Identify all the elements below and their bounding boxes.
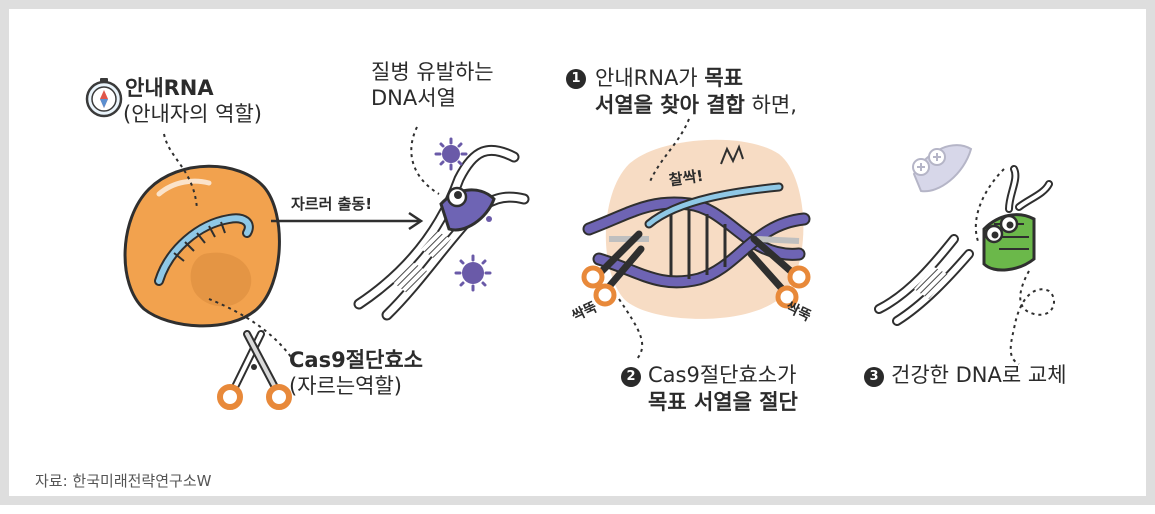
- step1-line2-bold: 서열을 찾아 결합: [595, 93, 745, 117]
- pointer-line-insert: [974, 168, 1005, 245]
- pointer-line-step2: [618, 298, 644, 360]
- cas9-title: Cas9절단효소: [289, 348, 423, 372]
- target-dna-helix: [582, 182, 811, 289]
- disease-dna-line1: 질병 유발하는: [371, 60, 494, 84]
- step1-line2: 서열을 찾아 결합 하면,: [595, 92, 797, 118]
- pointer-line-cas9: [208, 298, 292, 358]
- scissors-icon: [217, 330, 292, 410]
- compass-icon: [85, 78, 123, 118]
- step1-line1-normal: 안내RNA가: [595, 66, 705, 90]
- cas9-role: (자르는역할): [289, 374, 402, 398]
- healthy-dna-piece: [874, 165, 1053, 326]
- virus-icon: [454, 254, 492, 292]
- step2-number: 2: [621, 367, 641, 387]
- guide-rna-title: 안내RNA: [125, 76, 214, 100]
- virus-icon: [486, 216, 492, 222]
- step1-line1: 안내RNA가 목표: [595, 65, 743, 91]
- guide-rna-role: (안내자의 역할): [123, 102, 262, 126]
- pointer-line-step1: [648, 118, 690, 185]
- source-caption: 자료: 한국미래전략연구소W: [35, 472, 212, 490]
- cas9-enzyme-blob: [123, 164, 281, 328]
- step3-text: 건강한 DNA로 교체: [891, 363, 1067, 387]
- step1-line2-normal: 하면,: [744, 93, 797, 117]
- pointer-line-dna: [410, 126, 440, 195]
- removed-dna-fragment: [912, 144, 973, 193]
- impact-mark: [720, 144, 744, 165]
- step2-line1: Cas9절단효소가: [648, 363, 797, 387]
- step2-line2: 목표 서열을 절단: [648, 390, 798, 414]
- step1-line1-bold: 목표: [704, 66, 743, 90]
- arrow: [271, 211, 424, 231]
- pointer-line-rna: [163, 133, 198, 210]
- disease-dna-helix: [353, 144, 530, 321]
- virus-icon: [434, 137, 468, 171]
- scissors-left-icon: [581, 230, 645, 307]
- scissors-right-icon: [747, 235, 811, 309]
- guide-rna-strand: [154, 213, 254, 286]
- disease-dna-line2: DNA서열: [371, 86, 456, 110]
- illustration: [85, 78, 1055, 410]
- pointer-line-step3: [1009, 270, 1055, 365]
- step1-number: 1: [566, 69, 586, 89]
- step3-number: 3: [864, 367, 884, 387]
- arrow-label: 자르러 출동!: [291, 195, 373, 213]
